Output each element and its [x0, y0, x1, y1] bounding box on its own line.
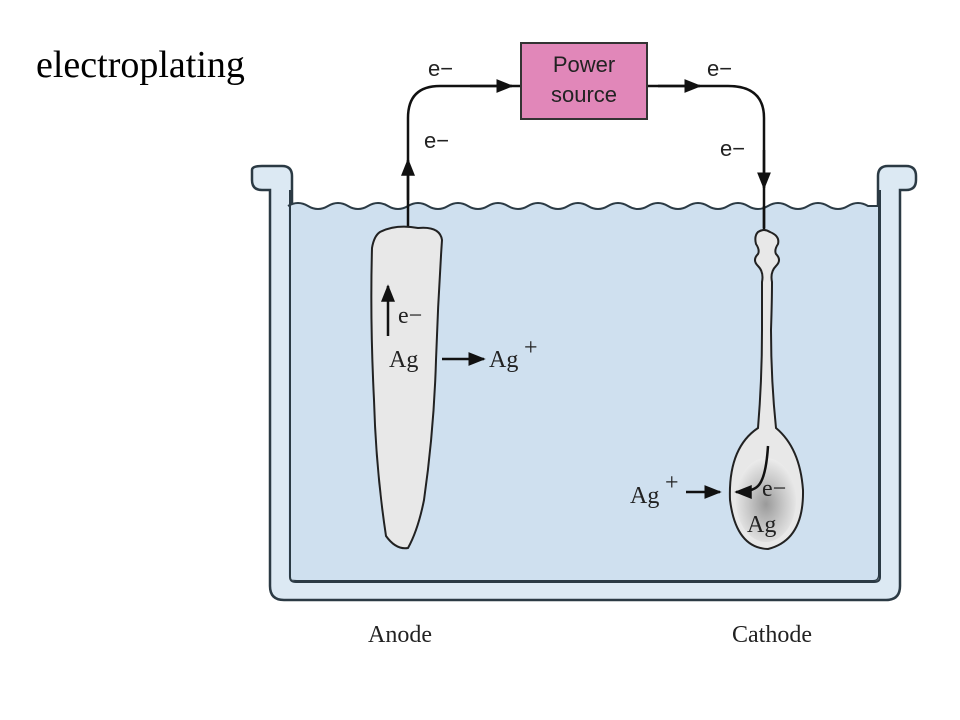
- power-source-label-line1: Power: [553, 52, 615, 77]
- circuit-wire: [406, 84, 766, 228]
- cathode-electron-path: [734, 445, 770, 499]
- cathode-reactant-charge: +: [665, 470, 679, 496]
- electron-label-anode-wire: e−: [424, 128, 449, 153]
- electron-label-top-left: e−: [428, 56, 453, 81]
- anode-label: Anode: [368, 622, 432, 648]
- electron-label-top-right: e−: [707, 56, 732, 81]
- anode-product: Ag: [489, 347, 518, 373]
- anode-product-charge: +: [524, 335, 538, 361]
- tank-inner-outline: [289, 190, 881, 583]
- tank-wall: [250, 164, 918, 602]
- anode-reactant: Ag: [389, 347, 418, 373]
- power-source-label-line2: source: [551, 82, 617, 107]
- electron-label-cathode-wire: e−: [720, 136, 745, 161]
- anode-electron-label: e−: [398, 303, 422, 329]
- cathode-electron-label: e−: [762, 476, 786, 502]
- cathode-label: Cathode: [732, 622, 812, 648]
- page-title: electroplating: [36, 44, 245, 86]
- cathode-reactant: Ag: [630, 483, 659, 509]
- silver-plating: [736, 458, 796, 542]
- cathode-product: Ag: [747, 512, 776, 538]
- solution-surface: [287, 202, 878, 210]
- power-source-box: [520, 42, 648, 120]
